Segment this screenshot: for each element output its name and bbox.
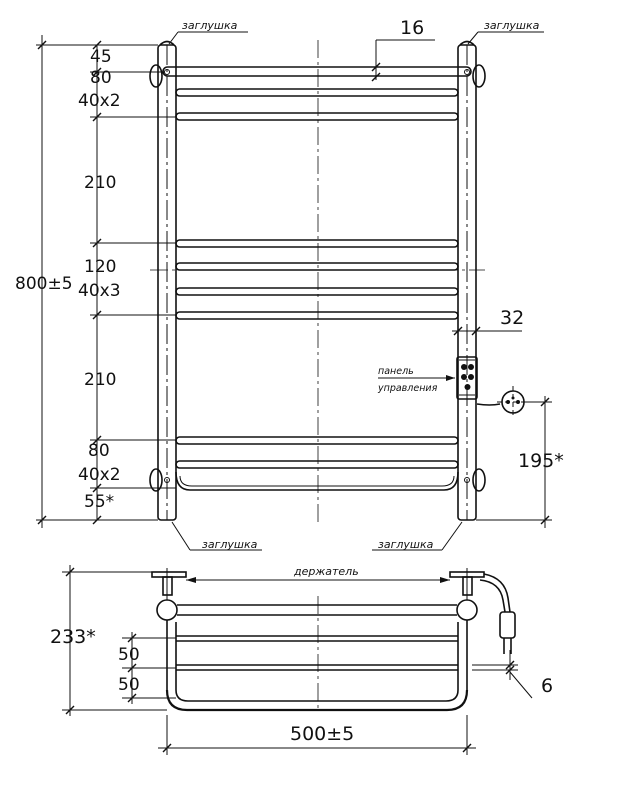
dim-233: 233* [50,626,96,648]
dim-40x2-top: 40x2 [78,91,121,111]
rung [175,436,459,445]
top-shelf-bar [162,66,472,77]
cap-label-top-right: заглушка [484,19,540,32]
rung [175,262,459,271]
plan-riser-right [456,599,478,621]
cap-label-bottom-left: заглушка [202,538,258,551]
dim-height: 800±5 [15,274,73,294]
dim-80-top: 80 [90,68,112,88]
dim-50-b: 50 [118,675,140,695]
rung [175,88,459,97]
front-view: панель управления заглушка заглушка загл… [15,17,564,551]
dim-40x2-bottom: 40x2 [78,465,121,485]
holder-label: держатель [293,565,359,578]
panel-label-line1: панель [378,366,414,377]
dim-40x3: 40x3 [78,281,121,301]
dim-210-top: 210 [84,173,116,193]
control-panel [456,356,478,400]
holder-bottom-right [472,468,486,492]
rung [175,460,459,469]
plan-holder-right [449,568,485,600]
panel-label-line2: управления [377,383,438,394]
holder-bottom-left [149,468,163,492]
rung [175,287,459,296]
dim-55: 55* [84,492,114,512]
dim-50-a: 50 [118,645,140,665]
dim-45: 45 [90,47,112,67]
dim-32: 32 [500,307,524,329]
holder-top-left [149,64,163,88]
dim-16: 16 [400,17,424,39]
rung [175,311,459,320]
rung [175,239,459,248]
dim-80-bottom: 80 [88,441,110,461]
plan-riser-left [156,599,178,621]
holder-top-right [472,64,486,88]
cap-label-bottom-right: заглушка [378,538,434,551]
plan-view: держатель 233* [50,565,553,755]
cap-label-top-left: заглушка [182,19,238,32]
dim-width: 500±5 [290,723,354,745]
dim-210-bottom: 210 [84,370,116,390]
dim-6: 6 [541,675,553,697]
rung [175,112,459,121]
plug-icon [499,611,516,654]
plan-holder-left [151,568,187,600]
dim-195: 195* [518,450,564,472]
dim-120: 120 [84,257,116,277]
